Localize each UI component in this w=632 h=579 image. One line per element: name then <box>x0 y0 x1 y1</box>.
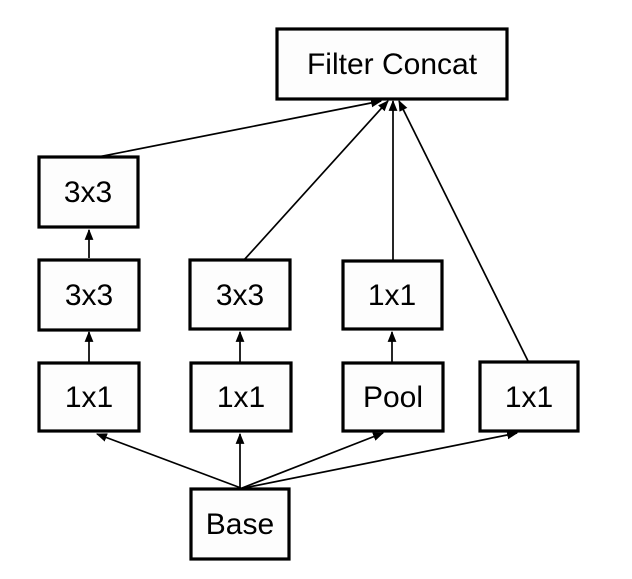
b2-1x1-label: 1x1 <box>217 381 265 414</box>
b2-1x1-box <box>189 361 293 433</box>
b1-3x3-mid-box <box>37 258 141 332</box>
edge-b2-3x3-to-filter-concat <box>243 100 389 261</box>
edge-lines <box>84 98 529 489</box>
edge-b1-3x3-top-to-filter-concat <box>97 98 383 158</box>
node-b2-1x1: 1x1 <box>189 361 293 433</box>
b4-1x1-label: 1x1 <box>505 381 553 414</box>
b2-3x3-label: 3x3 <box>216 279 264 312</box>
base-box <box>189 487 291 561</box>
node-b3-pool: Pool <box>341 361 445 433</box>
b3-1x1-label: 1x1 <box>368 279 416 312</box>
node-filter-concat: Filter Concat <box>275 27 509 101</box>
b3-pool-label: Pool <box>363 381 423 414</box>
edge-b4-1x1-to-filter-concat <box>398 100 529 362</box>
edge-base-to-b3-pool <box>241 432 385 489</box>
b1-1x1-label: 1x1 <box>65 381 113 414</box>
node-b3-1x1: 1x1 <box>341 259 444 331</box>
edge-base-to-b1-1x1 <box>95 433 242 489</box>
b4-1x1-box <box>478 360 580 433</box>
b3-1x1-box <box>341 259 444 331</box>
node-b2-3x3: 3x3 <box>188 258 292 331</box>
filter-concat-label: Filter Concat <box>307 48 478 81</box>
node-b1-3x3-mid: 3x3 <box>37 258 141 332</box>
b1-3x3-top-label: 3x3 <box>64 176 112 209</box>
filter-concat-box <box>275 27 509 101</box>
b1-3x3-mid-label: 3x3 <box>65 279 113 312</box>
b2-3x3-box <box>188 258 292 331</box>
node-b4-1x1: 1x1 <box>478 360 580 433</box>
node-b1-3x3-top: 3x3 <box>37 155 140 229</box>
base-label: Base <box>206 508 274 541</box>
b1-1x1-box <box>37 361 141 433</box>
node-b1-1x1: 1x1 <box>37 361 141 433</box>
edge-base-to-b4-1x1 <box>243 430 519 489</box>
node-base: Base <box>189 487 291 561</box>
b1-3x3-top-box <box>37 155 140 229</box>
b3-pool-box <box>341 361 445 433</box>
